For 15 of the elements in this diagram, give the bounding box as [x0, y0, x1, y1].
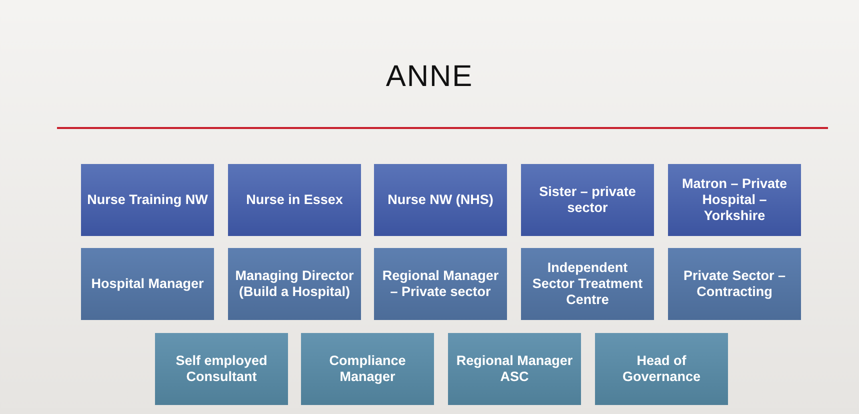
role-box: Nurse Training NW: [81, 164, 214, 236]
role-box: Sister – private sector: [521, 164, 654, 236]
role-box: Regional Manager – Private sector: [374, 248, 507, 320]
role-box: Matron – Private Hospital – Yorkshire: [668, 164, 801, 236]
role-box: Nurse NW (NHS): [374, 164, 507, 236]
role-box: Nurse in Essex: [228, 164, 361, 236]
title: ANNE: [384, 60, 474, 94]
role-box: Self employed Consultant: [155, 333, 288, 405]
role-box: Private Sector – Contracting: [668, 248, 801, 320]
role-box: Managing Director (Build a Hospital): [228, 248, 361, 320]
role-box: Compliance Manager: [301, 333, 434, 405]
role-box: Hospital Manager: [81, 248, 214, 320]
role-box: Independent Sector Treatment Centre: [521, 248, 654, 320]
role-box: Regional Manager ASC: [448, 333, 581, 405]
role-box: Head of Governance: [595, 333, 728, 405]
